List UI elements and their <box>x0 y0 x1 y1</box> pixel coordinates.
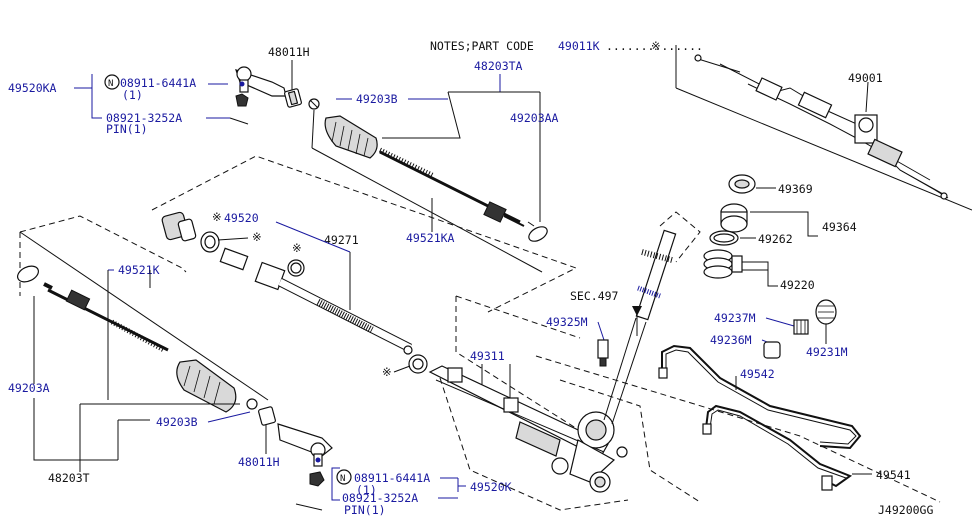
label-08911-bot[interactable]: 08911-6441A <box>354 471 430 485</box>
mark-bushing: ※ <box>382 365 392 379</box>
label-49541[interactable]: 49541 <box>876 468 911 482</box>
n-mark-bot-text: N <box>340 474 345 484</box>
label-48203T[interactable]: 48203T <box>48 471 90 485</box>
seal-ring-49220 <box>703 249 743 279</box>
label-49237M[interactable]: 49237M <box>714 311 756 325</box>
end-bushing <box>408 354 428 374</box>
label-49236M[interactable]: 49236M <box>710 333 752 347</box>
mark-49520: ※ <box>212 210 222 224</box>
label-49364[interactable]: 49364 <box>822 220 857 234</box>
label-49262[interactable]: 49262 <box>758 232 793 246</box>
label-49203B-bot[interactable]: 49203B <box>156 415 198 429</box>
label-49520KA-top[interactable]: 49520KA <box>8 81 57 95</box>
tie-rod-end-bottom <box>277 423 333 511</box>
notes-dots: .............. <box>606 39 703 53</box>
o-ring-49262 <box>709 230 739 246</box>
dashed-boundary-housing <box>455 296 605 447</box>
label-08921-top[interactable]: 08921-3252A <box>106 111 182 125</box>
n-mark-top-text: N <box>108 79 113 89</box>
mark-ring: ※ <box>252 230 262 244</box>
dashed-boundary-left <box>19 215 187 273</box>
label-08911-bot-qty: (1) <box>356 483 377 497</box>
o-ring <box>287 259 305 277</box>
label-49311[interactable]: 49311 <box>470 349 505 363</box>
notes-prefix: NOTES;PART CODE <box>430 39 534 53</box>
n-mark-bot-icon <box>336 469 352 485</box>
boot-clip-top <box>527 221 548 242</box>
label-49520[interactable]: 49520 <box>224 211 259 225</box>
inner-tie-rod-left <box>43 282 169 353</box>
label-49001[interactable]: 49001 <box>848 71 883 85</box>
dust-boot-left <box>176 359 237 413</box>
label-08921-bot[interactable]: 08921-3252A <box>342 491 418 505</box>
label-pin-bot: PIN(1) <box>344 503 386 517</box>
pinion-shaft <box>603 229 677 425</box>
label-48011H-bot[interactable]: 48011H <box>238 455 280 469</box>
locknut-48011H-top <box>284 88 302 108</box>
cap-49236M <box>763 341 781 359</box>
label-49203B-top[interactable]: 49203B <box>356 92 398 106</box>
label-49369[interactable]: 49369 <box>778 182 813 196</box>
tube-49542 <box>658 344 862 450</box>
label-48203TA[interactable]: 48203TA <box>474 59 523 73</box>
seal-49520 <box>161 211 197 242</box>
label-08911-top-qty: (1) <box>122 88 143 102</box>
n-mark-top-icon <box>104 74 120 90</box>
diagram-code: J49200GG <box>878 503 933 517</box>
complete-assembly-49001 <box>675 45 972 211</box>
label-49521KA[interactable]: 49521KA <box>406 231 455 245</box>
label-08911-top[interactable]: 08911-6441A <box>120 76 196 90</box>
label-49542[interactable]: 49542 <box>740 367 775 381</box>
locknut-48011H-bot <box>258 406 276 426</box>
mark-49271: ※ <box>292 241 302 255</box>
label-49220[interactable]: 49220 <box>780 278 815 292</box>
label-49203A[interactable]: 49203A <box>8 381 50 395</box>
tie-rod-end-top <box>229 66 287 125</box>
label-sec497-prefix[interactable]: SEC.497 <box>570 289 619 303</box>
small-nut-left <box>246 398 258 410</box>
tube-49541 <box>702 404 853 491</box>
label-49203AA[interactable]: 49203AA <box>510 111 559 125</box>
dashed-boundary-upper <box>151 155 578 313</box>
plug-49231M <box>815 299 837 325</box>
gear-housing-49311 <box>428 365 628 493</box>
notes-part-code[interactable]: 49011K <box>558 39 600 53</box>
notes-mark: ※ <box>651 39 661 53</box>
label-49520K[interactable]: 49520K <box>470 480 512 494</box>
inner-tie-rod-top <box>378 147 525 227</box>
boot-clip-left <box>17 265 39 283</box>
label-49271[interactable]: 49271 <box>324 233 359 247</box>
rack-bar-49271 <box>219 247 413 355</box>
label-49231M[interactable]: 49231M <box>806 345 848 359</box>
dust-seal-49369 <box>728 174 756 194</box>
label-48011H-top[interactable]: 48011H <box>268 45 310 59</box>
label-49325M[interactable]: 49325M <box>546 315 588 329</box>
small-nut-top <box>308 98 320 110</box>
label-pin-top: PIN(1) <box>106 122 148 136</box>
spring-49237M <box>793 319 809 335</box>
ring-seal <box>200 231 220 253</box>
dust-boot-top <box>324 115 378 159</box>
label-49521K[interactable]: 49521K <box>118 263 160 277</box>
valve-49325M <box>597 339 609 367</box>
seal-49364 <box>720 203 748 233</box>
